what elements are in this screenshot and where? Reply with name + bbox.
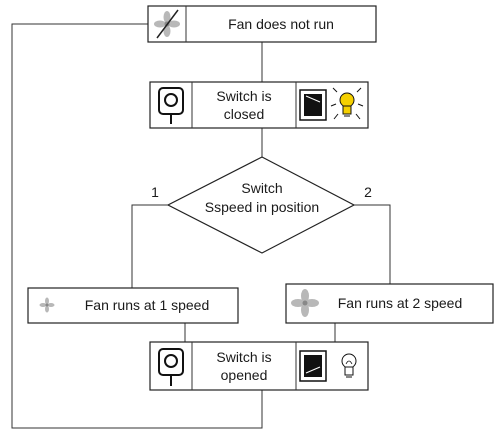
fan-large-icon xyxy=(291,289,319,317)
unlit-bulb-icon xyxy=(341,353,357,378)
decision-label-line1: Switch xyxy=(241,180,282,196)
branch-label-left: 1 xyxy=(151,184,159,200)
node-label-line2: opened xyxy=(221,367,268,383)
branch-label-right: 2 xyxy=(364,184,372,200)
connector-decision-to-speed1 xyxy=(131,204,168,288)
thermostat-icon xyxy=(158,87,184,124)
node-label-line2: closed xyxy=(224,106,264,122)
decision-label-line2: Sspeed in position xyxy=(205,199,319,215)
node-fan-does-not-run: Fan does not run xyxy=(147,5,377,43)
fan-small-icon xyxy=(39,297,55,313)
node-switch-closed: Switch is closed xyxy=(149,81,369,129)
connectors xyxy=(11,23,391,429)
fan-crossed-icon xyxy=(154,9,180,39)
node-label-line1: Switch is xyxy=(216,88,271,104)
thermostat-icon xyxy=(158,348,184,386)
node-label-line1: Switch is xyxy=(216,349,271,365)
node-label: Fan does not run xyxy=(228,16,334,32)
node-switch-opened: Switch is opened xyxy=(149,341,369,391)
node-fan-speed-1: Fan runs at 1 speed xyxy=(27,287,239,324)
lit-bulb-icon xyxy=(330,87,364,120)
wall-switch-icon xyxy=(299,89,327,121)
node-label: Fan runs at 2 speed xyxy=(338,295,463,311)
node-label: Fan runs at 1 speed xyxy=(85,297,210,313)
connector-decision-to-speed2 xyxy=(354,204,391,284)
node-fan-speed-2: Fan runs at 2 speed xyxy=(285,283,494,324)
decision-switch-speed: Switch Sspeed in position xyxy=(166,156,356,254)
wall-switch-icon xyxy=(299,350,327,382)
connector-loop-back xyxy=(11,23,263,429)
